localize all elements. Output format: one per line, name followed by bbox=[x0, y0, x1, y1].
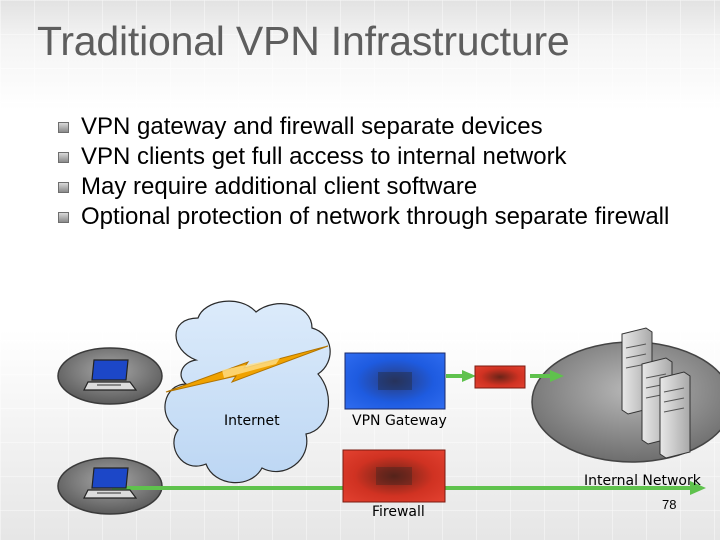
vpn-diagram: Internet VPN Gateway Internal Network Fi… bbox=[0, 300, 720, 540]
internal-firewall-box bbox=[474, 365, 526, 389]
internet-label: Internet bbox=[224, 413, 280, 429]
page-number: 78 bbox=[662, 497, 677, 512]
lightning-icon bbox=[165, 345, 329, 393]
vpn-gateway-core bbox=[378, 372, 412, 390]
firewall-core bbox=[376, 467, 412, 485]
cloud-icon bbox=[164, 300, 331, 484]
vpn-gateway-label: VPN Gateway bbox=[352, 413, 447, 429]
bullet-list: VPN gateway and firewall separate device… bbox=[58, 112, 698, 232]
bullet-item: VPN clients get full access to internal … bbox=[58, 142, 698, 172]
bullet-icon bbox=[58, 182, 69, 193]
internal-link-arrowhead bbox=[550, 370, 564, 382]
gateway-link-arrowhead bbox=[462, 370, 476, 382]
server-icon bbox=[659, 371, 691, 459]
laptop-icon bbox=[83, 467, 138, 499]
bullet-text: VPN clients get full access to internal … bbox=[81, 143, 567, 170]
bullet-icon bbox=[58, 212, 69, 223]
firewall-link-arrowhead bbox=[690, 481, 706, 495]
slide-title: Traditional VPN Infrastructure bbox=[37, 18, 570, 64]
vpn-gateway-box bbox=[344, 352, 446, 410]
bullet-text: Optional protection of network through s… bbox=[81, 203, 670, 230]
laptop-icon bbox=[83, 359, 138, 391]
bullet-text: VPN gateway and firewall separate device… bbox=[81, 113, 543, 140]
bullet-icon bbox=[58, 152, 69, 163]
bullet-item: Optional protection of network through s… bbox=[58, 202, 698, 232]
bullet-item: May require additional client software bbox=[58, 172, 698, 202]
firewall-label: Firewall bbox=[372, 504, 425, 520]
diagram-canvas bbox=[57, 300, 720, 515]
internal-network-label: Internal Network bbox=[584, 473, 701, 489]
bullet-icon bbox=[58, 122, 69, 133]
bullet-item: VPN gateway and firewall separate device… bbox=[58, 112, 698, 142]
firewall-box bbox=[342, 449, 446, 503]
bullet-text: May require additional client software bbox=[81, 173, 478, 200]
